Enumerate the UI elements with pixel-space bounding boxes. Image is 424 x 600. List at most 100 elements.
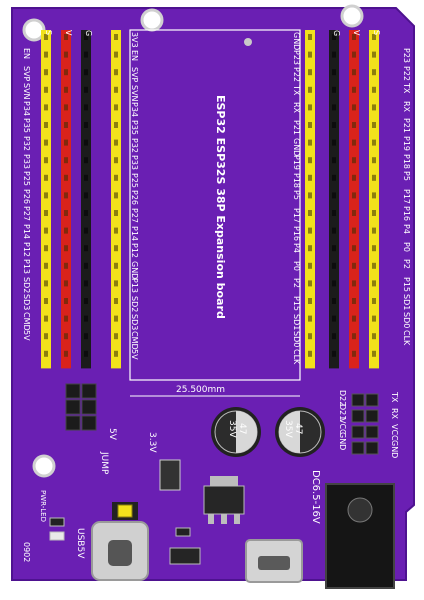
header-pin[interactable] bbox=[64, 298, 68, 304]
header-pin[interactable] bbox=[332, 298, 336, 304]
header-pin[interactable] bbox=[84, 227, 88, 234]
header-pin[interactable] bbox=[84, 245, 88, 252]
header-pin[interactable] bbox=[64, 69, 68, 76]
header-pin[interactable] bbox=[372, 157, 376, 164]
header-pin[interactable] bbox=[372, 280, 376, 287]
header-pin[interactable] bbox=[352, 227, 356, 234]
header-pin[interactable] bbox=[114, 157, 118, 164]
header-pin[interactable] bbox=[332, 122, 336, 128]
header-pin[interactable] bbox=[372, 333, 376, 340]
header-pin[interactable] bbox=[332, 315, 336, 322]
header-pin[interactable] bbox=[84, 157, 88, 164]
header-pin[interactable] bbox=[332, 227, 336, 234]
header-pin[interactable] bbox=[352, 350, 356, 357]
header-pin[interactable] bbox=[352, 86, 356, 93]
header-pin[interactable] bbox=[114, 227, 118, 234]
header-pin[interactable] bbox=[114, 350, 118, 357]
header-pin[interactable] bbox=[352, 245, 356, 252]
header-pin[interactable] bbox=[84, 104, 88, 111]
header-pin[interactable] bbox=[84, 139, 88, 146]
header-pin[interactable] bbox=[44, 34, 48, 40]
header-pin[interactable] bbox=[84, 174, 88, 181]
header-pin[interactable] bbox=[332, 350, 336, 357]
header-pin[interactable] bbox=[352, 174, 356, 181]
header-pin[interactable] bbox=[372, 350, 376, 357]
header-pin[interactable] bbox=[352, 262, 356, 269]
header-pin[interactable] bbox=[308, 86, 312, 93]
header-pin[interactable] bbox=[372, 227, 376, 234]
header-pin[interactable] bbox=[84, 51, 88, 58]
header-pin[interactable] bbox=[84, 298, 88, 304]
header-pin[interactable] bbox=[332, 69, 336, 76]
header-pin[interactable] bbox=[332, 280, 336, 287]
header-pin[interactable] bbox=[308, 298, 312, 304]
header-pin[interactable] bbox=[372, 262, 376, 269]
power-header-pin[interactable] bbox=[81, 399, 97, 415]
header-pin[interactable] bbox=[332, 192, 336, 199]
header-pin[interactable] bbox=[44, 86, 48, 93]
header-pin[interactable] bbox=[84, 210, 88, 216]
header-pin[interactable] bbox=[332, 34, 336, 40]
header-pin[interactable] bbox=[114, 174, 118, 181]
uart-header-pin[interactable] bbox=[365, 393, 379, 407]
header-pin[interactable] bbox=[372, 192, 376, 199]
header-pin[interactable] bbox=[64, 86, 68, 93]
header-pin[interactable] bbox=[372, 122, 376, 128]
uart-header-pin[interactable] bbox=[351, 441, 365, 455]
header-pin[interactable] bbox=[352, 69, 356, 76]
header-pin[interactable] bbox=[114, 280, 118, 287]
header-pin[interactable] bbox=[352, 122, 356, 128]
header-pin[interactable] bbox=[44, 192, 48, 199]
header-pin[interactable] bbox=[332, 210, 336, 216]
header-pin[interactable] bbox=[352, 315, 356, 322]
header-pin[interactable] bbox=[44, 122, 48, 128]
header-pin[interactable] bbox=[44, 210, 48, 216]
header-pin[interactable] bbox=[84, 122, 88, 128]
jumper-cap[interactable] bbox=[117, 504, 133, 518]
header-pin[interactable] bbox=[84, 86, 88, 93]
uart-header-pin[interactable] bbox=[365, 441, 379, 455]
header-pin[interactable] bbox=[308, 280, 312, 287]
header-pin[interactable] bbox=[44, 104, 48, 111]
header-pin[interactable] bbox=[84, 262, 88, 269]
header-pin[interactable] bbox=[114, 34, 118, 40]
header-pin[interactable] bbox=[308, 333, 312, 340]
header-pin[interactable] bbox=[372, 34, 376, 40]
header-pin[interactable] bbox=[308, 139, 312, 146]
header-pin[interactable] bbox=[352, 157, 356, 164]
header-pin[interactable] bbox=[84, 350, 88, 357]
header-pin[interactable] bbox=[44, 350, 48, 357]
header-pin[interactable] bbox=[64, 333, 68, 340]
power-header-pin[interactable] bbox=[81, 415, 97, 431]
power-header-pin[interactable] bbox=[65, 399, 81, 415]
header-pin[interactable] bbox=[84, 333, 88, 340]
header-pin[interactable] bbox=[64, 315, 68, 322]
header-pin[interactable] bbox=[64, 245, 68, 252]
uart-header-pin[interactable] bbox=[365, 425, 379, 439]
header-pin[interactable] bbox=[332, 245, 336, 252]
header-pin[interactable] bbox=[372, 86, 376, 93]
header-pin[interactable] bbox=[308, 174, 312, 181]
header-pin[interactable] bbox=[308, 69, 312, 76]
header-pin[interactable] bbox=[44, 333, 48, 340]
header-pin[interactable] bbox=[114, 262, 118, 269]
header-pin[interactable] bbox=[114, 86, 118, 93]
header-pin[interactable] bbox=[372, 51, 376, 58]
header-pin[interactable] bbox=[352, 34, 356, 40]
header-pin[interactable] bbox=[44, 174, 48, 181]
header-pin[interactable] bbox=[372, 298, 376, 304]
header-pin[interactable] bbox=[114, 51, 118, 58]
header-pin[interactable] bbox=[308, 34, 312, 40]
header-pin[interactable] bbox=[44, 157, 48, 164]
header-pin[interactable] bbox=[64, 210, 68, 216]
header-pin[interactable] bbox=[372, 69, 376, 76]
header-pin[interactable] bbox=[352, 104, 356, 111]
header-pin[interactable] bbox=[64, 104, 68, 111]
header-pin[interactable] bbox=[332, 262, 336, 269]
uart-header-pin[interactable] bbox=[365, 409, 379, 423]
header-pin[interactable] bbox=[308, 262, 312, 269]
uart-header-pin[interactable] bbox=[351, 425, 365, 439]
header-pin[interactable] bbox=[64, 157, 68, 164]
header-pin[interactable] bbox=[64, 350, 68, 357]
header-pin[interactable] bbox=[114, 245, 118, 252]
